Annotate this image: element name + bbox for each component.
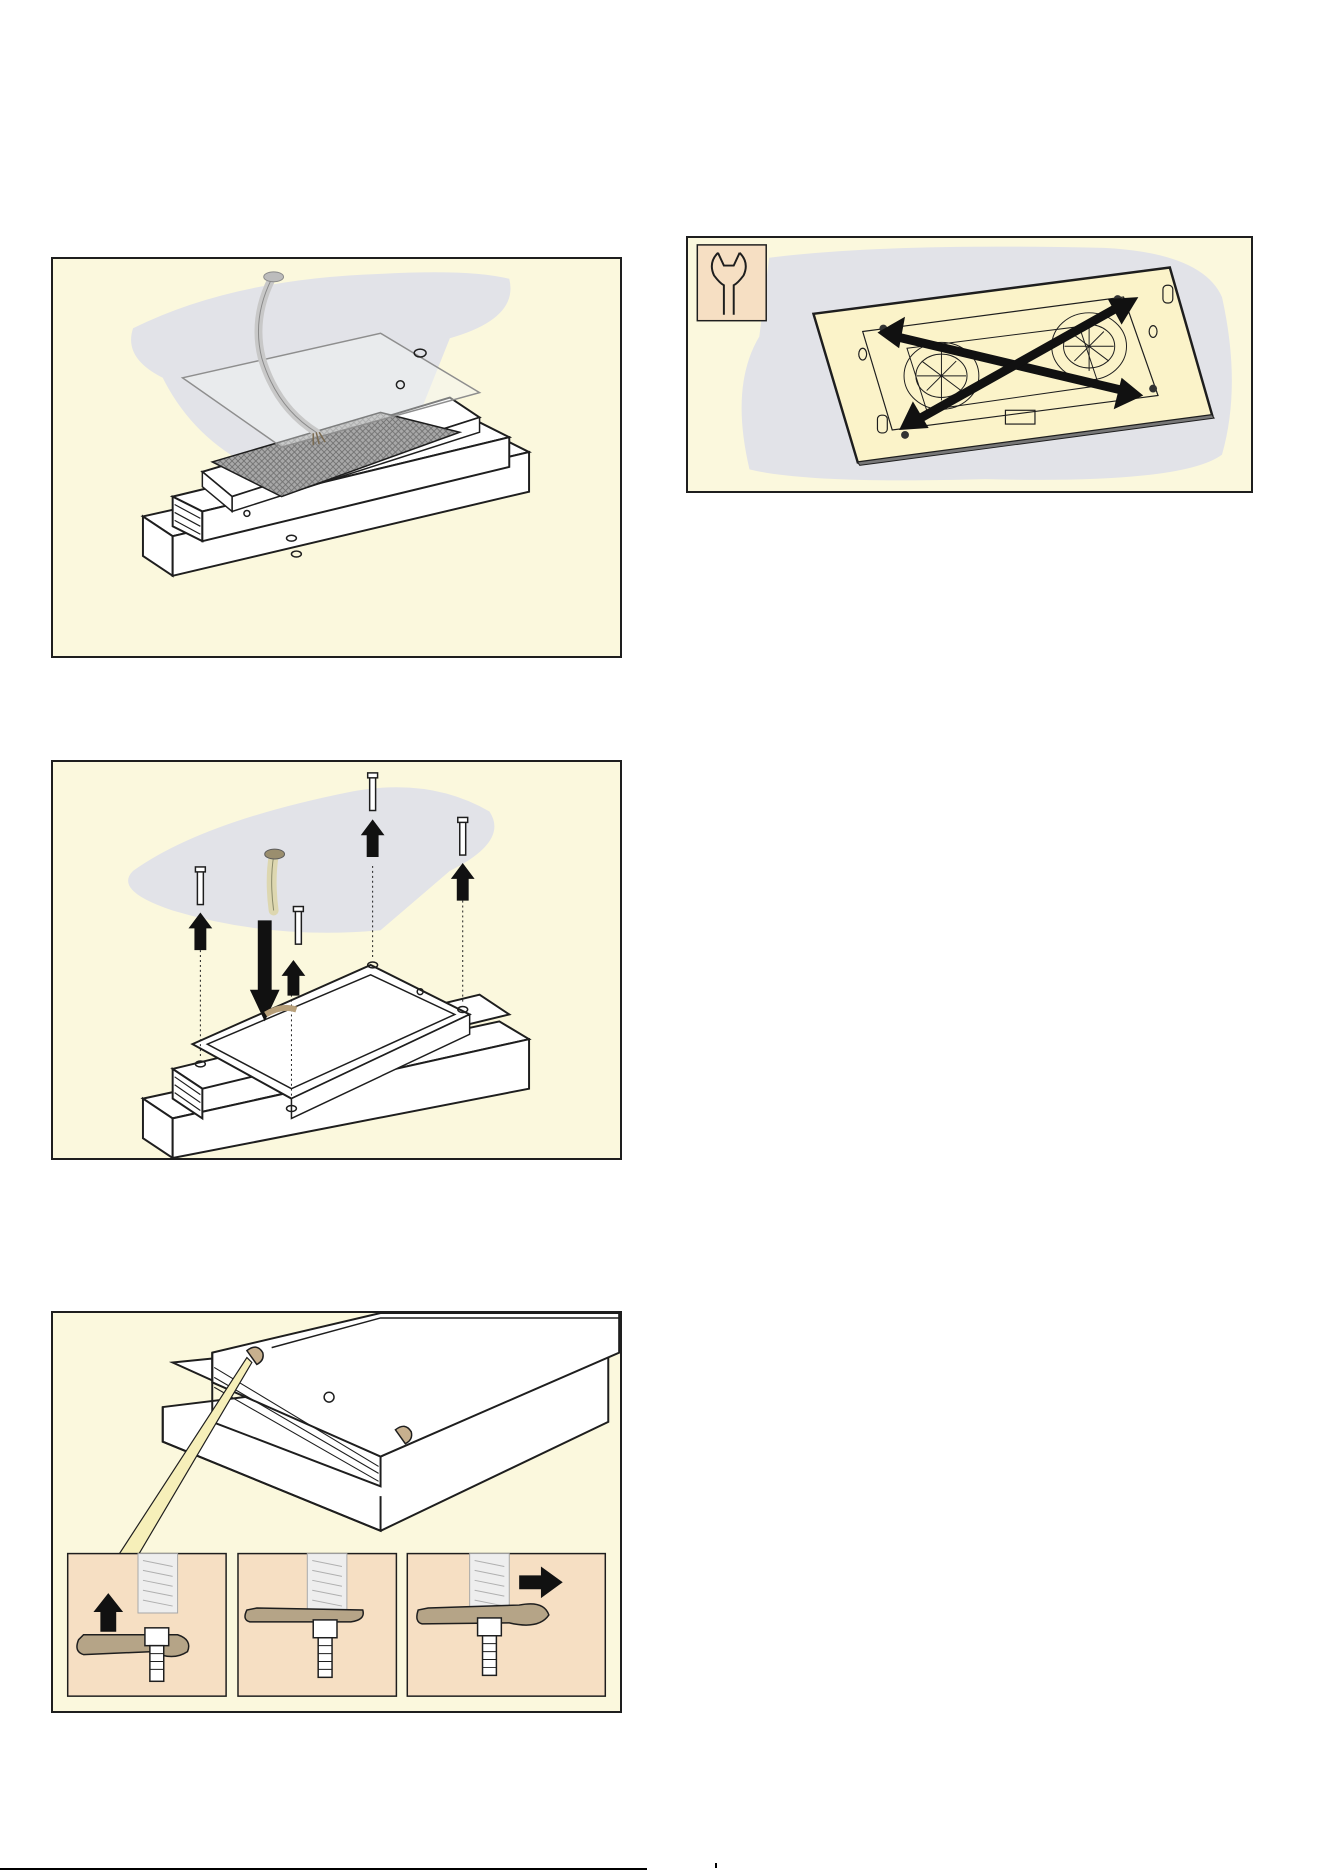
illustration-screw-mounting [53,762,620,1158]
illustration-keyhole-detail [53,1313,620,1711]
detail-inset-slide [238,1554,396,1697]
illustration-diagonal-check [688,238,1251,491]
detail-inset-release [407,1554,605,1697]
illustration-appliance-with-cable [53,259,620,656]
screw [195,867,205,905]
wrench-icon [697,245,766,321]
screw [458,817,468,855]
screw [293,907,303,945]
footer-tick [715,1863,717,1868]
arrow-up-icon [451,863,475,901]
detail-inset-lift [68,1554,226,1697]
figure-diagonal-check [686,236,1253,493]
figure-keyhole-detail [51,1311,622,1713]
footer-rule [0,1868,647,1870]
ceiling-area [128,787,494,933]
arrow-down-icon [250,920,280,1021]
screw [368,773,378,811]
figure-appliance-with-cable [51,257,622,658]
figure-screw-mounting [51,760,622,1160]
arrow-up-icon [282,960,306,996]
